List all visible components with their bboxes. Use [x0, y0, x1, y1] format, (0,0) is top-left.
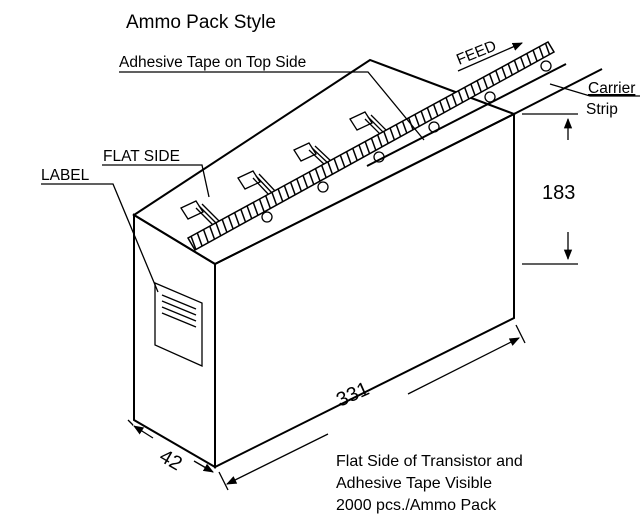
sprocket-hole [373, 151, 385, 163]
transistor [180, 200, 221, 227]
carrier-leader [549, 83, 640, 97]
depth-value: 42 [156, 445, 186, 475]
label-label: LABEL [41, 167, 90, 184]
box-left-face [133, 213, 216, 469]
adhesive-tape [186, 40, 556, 252]
carrier-strip [261, 60, 603, 223]
strip-label: Strip [586, 101, 618, 118]
length-dimension [218, 324, 526, 491]
height-dimension [522, 113, 578, 265]
note-line-1: Flat Side of Transistor and [336, 453, 523, 470]
adhesive-tape-label: Adhesive Tape on Top Side [119, 54, 306, 71]
sprocket-hole [484, 91, 496, 103]
note-line-2: Adhesive Tape Visible [336, 475, 492, 492]
depth-dimension [127, 419, 214, 473]
sprocket-hole [317, 181, 329, 193]
carrier-label: Carrier [588, 80, 635, 97]
ammo-box [132, 58, 517, 469]
pack-label [154, 282, 203, 368]
box-top-face [132, 58, 517, 266]
note-line-3: 2000 pcs./Ammo Pack [336, 497, 497, 514]
box-front-face [214, 112, 515, 469]
flat-side-leader [102, 164, 210, 198]
diagram-title: Ammo Pack Style [126, 12, 276, 33]
height-value: 183 [542, 182, 575, 204]
length-value: 331 [333, 378, 372, 412]
sprocket-hole [428, 121, 440, 133]
sprocket-hole [261, 211, 273, 223]
sprocket-hole [540, 60, 552, 72]
transistors [180, 111, 390, 227]
label-leader [41, 183, 159, 293]
feed-arrow [457, 42, 523, 72]
transistor [237, 170, 277, 197]
flat-side-label: FLAT SIDE [103, 148, 180, 165]
feed-label: FEED [454, 37, 499, 68]
adhesive-tape-leader [119, 71, 425, 141]
